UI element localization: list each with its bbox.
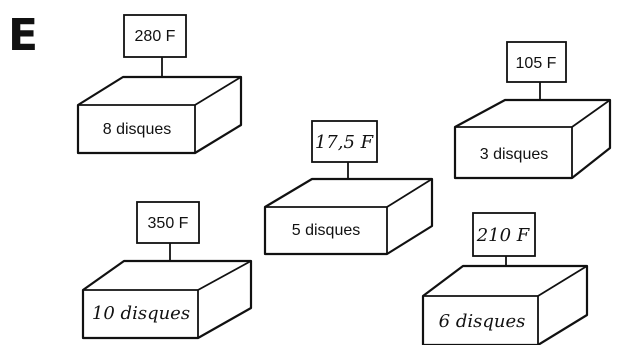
box-outline xyxy=(453,98,612,180)
quantity-label: 6 disques xyxy=(439,311,526,332)
quantity-label: 8 disques xyxy=(103,121,172,138)
item-card-5: 210 F 6 disques xyxy=(421,212,589,345)
price-tag-frame xyxy=(472,212,536,257)
item-card-4: 350 F 10 disques xyxy=(81,201,253,340)
box-edge xyxy=(197,260,252,291)
box-edge xyxy=(194,76,242,106)
box-edge xyxy=(537,265,588,297)
price-label: 210 F xyxy=(476,225,531,246)
item-card-1: 280 F 8 disques xyxy=(76,14,243,155)
box-outline xyxy=(263,177,434,256)
quantity-label: 5 disques xyxy=(292,222,361,239)
price-tag-frame xyxy=(123,14,187,58)
price-tag-frame xyxy=(311,120,378,163)
box-edge xyxy=(386,178,433,208)
section-letter: E xyxy=(8,10,38,61)
price-label: 17,5 F xyxy=(315,132,375,153)
price-tag-frame xyxy=(506,41,567,83)
box-outline xyxy=(421,264,589,345)
quantity-label: 3 disques xyxy=(480,146,549,163)
box-outline xyxy=(76,75,243,155)
box-outline xyxy=(81,259,253,340)
price-label: 105 F xyxy=(516,55,557,72)
box-edge xyxy=(571,99,611,128)
price-tag-frame xyxy=(136,201,200,244)
quantity-label: 10 disques xyxy=(92,303,190,324)
price-label: 350 F xyxy=(148,215,189,232)
price-label: 280 F xyxy=(135,28,176,45)
item-card-2: 105 F 3 disques xyxy=(453,41,612,180)
item-card-3: 17,5 F 5 disques xyxy=(263,120,434,256)
